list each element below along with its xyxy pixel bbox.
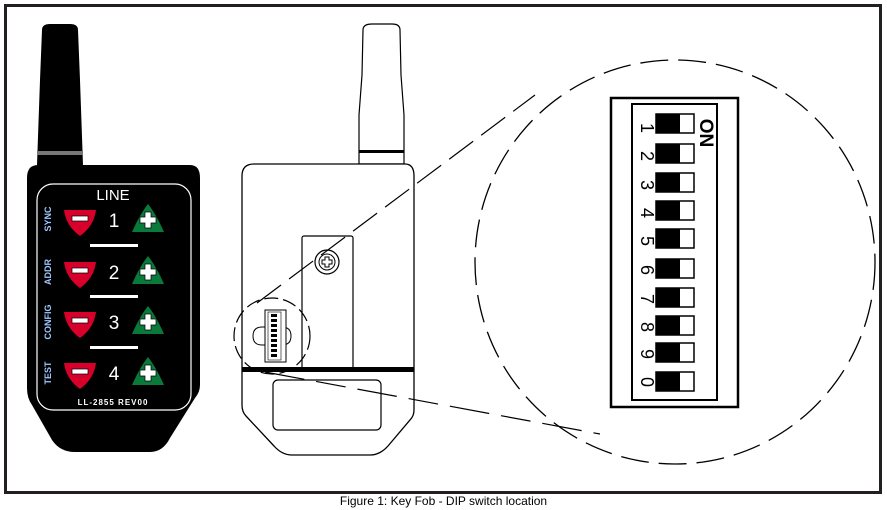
- switch-lever: [656, 229, 680, 248]
- dip-switch-2[interactable]: 2: [637, 143, 695, 164]
- minus-bar: [71, 368, 89, 375]
- key-fob-back: [233, 23, 415, 456]
- model-label: LL-2855 REV00: [78, 398, 149, 407]
- switch-label-5: 5: [637, 236, 657, 246]
- line-number-3: 3: [109, 313, 120, 334]
- line-number-4: 4: [109, 364, 120, 385]
- switch-lever: [656, 343, 680, 362]
- label-window: [272, 379, 382, 431]
- dip-switch-0[interactable]: 0: [637, 371, 695, 392]
- switch-label-3: 3: [637, 180, 657, 190]
- line-number-1: 1: [109, 211, 120, 232]
- plus-cross: [139, 263, 157, 281]
- line-header: LINE: [96, 187, 129, 204]
- plus-cross: [139, 364, 157, 382]
- switch-lever: [656, 114, 680, 133]
- dip-switch-small: [264, 309, 287, 363]
- minus-button-4[interactable]: [64, 363, 96, 389]
- line-number-2: 2: [109, 263, 120, 284]
- plus-cross: [139, 313, 157, 331]
- dip-switch-4[interactable]: 4: [637, 200, 695, 221]
- dip-callout-circle-large: [474, 59, 876, 465]
- dip-switch-1[interactable]: 1: [637, 113, 695, 134]
- dip-switch-9[interactable]: 9: [637, 342, 695, 363]
- minus-button-1[interactable]: [64, 210, 96, 236]
- switch-label-6: 6: [637, 265, 657, 275]
- antenna-front: [37, 24, 83, 165]
- switch-label-2: 2: [637, 151, 657, 161]
- screw-icon: [314, 249, 340, 275]
- dip-callout-circle-small: [233, 297, 311, 375]
- side-label-config: CONFIG: [43, 305, 53, 340]
- side-label-sync: SYNC: [43, 206, 53, 232]
- row-divider-3: [90, 346, 138, 349]
- antenna-band: [37, 151, 83, 155]
- switch-lever: [656, 288, 680, 307]
- row-divider-2: [90, 295, 138, 298]
- row-divider-1: [90, 244, 138, 247]
- switch-label-7: 7: [637, 294, 657, 304]
- figure-caption: Figure 1: Key Fob - DIP switch location: [339, 494, 548, 508]
- front-panel-outline: [36, 183, 192, 411]
- switch-lever: [656, 372, 680, 391]
- switch-label-8: 8: [637, 322, 657, 332]
- switch-lever: [656, 144, 680, 163]
- plus-button-4[interactable]: [132, 357, 164, 385]
- dip-switch-8[interactable]: 8: [637, 315, 695, 336]
- fob-row-3: CONFIG 3: [43, 305, 164, 340]
- side-label-test: TEST: [43, 361, 53, 385]
- minus-bar: [71, 317, 89, 324]
- plus-button-3[interactable]: [132, 306, 164, 334]
- fob-row-4: TEST 4: [43, 357, 164, 389]
- dip-switch-5[interactable]: 5: [637, 228, 695, 249]
- switch-label-1: 1: [637, 123, 657, 133]
- housing-seam: [242, 367, 414, 372]
- dip-switch-3[interactable]: 3: [637, 172, 695, 193]
- antenna-band-back: [359, 150, 404, 153]
- figure-frame: [4, 4, 882, 494]
- switch-label-9: 9: [637, 349, 657, 359]
- dip-switch-detail: ON 1 2 3 4 5 6: [474, 59, 876, 465]
- callout-lines: [256, 94, 601, 435]
- switch-lever: [656, 173, 680, 192]
- switch-lever: [656, 201, 680, 220]
- side-label-addr: ADDR: [43, 259, 53, 285]
- switch-label-4: 4: [637, 208, 657, 218]
- fob-row-2: ADDR 2: [43, 256, 164, 288]
- plus-cross: [139, 211, 157, 229]
- minus-button-3[interactable]: [64, 312, 96, 338]
- fob-row-1: SYNC 1: [43, 204, 164, 236]
- dip-switch-7[interactable]: 7: [637, 287, 695, 308]
- switch-lever: [656, 316, 680, 335]
- minus-bar: [71, 215, 89, 222]
- dip-switch-6[interactable]: 6: [637, 258, 695, 279]
- minus-button-2[interactable]: [64, 262, 96, 288]
- plus-button-1[interactable]: [132, 204, 164, 232]
- switch-label-0: 0: [637, 377, 657, 387]
- antenna-back: [358, 23, 405, 165]
- switch-lever: [656, 259, 680, 278]
- key-fob-front: LINE SYNC 1 ADDR 2: [27, 24, 200, 452]
- plus-button-2[interactable]: [132, 256, 164, 284]
- minus-bar: [71, 267, 89, 274]
- on-label: ON: [695, 119, 716, 148]
